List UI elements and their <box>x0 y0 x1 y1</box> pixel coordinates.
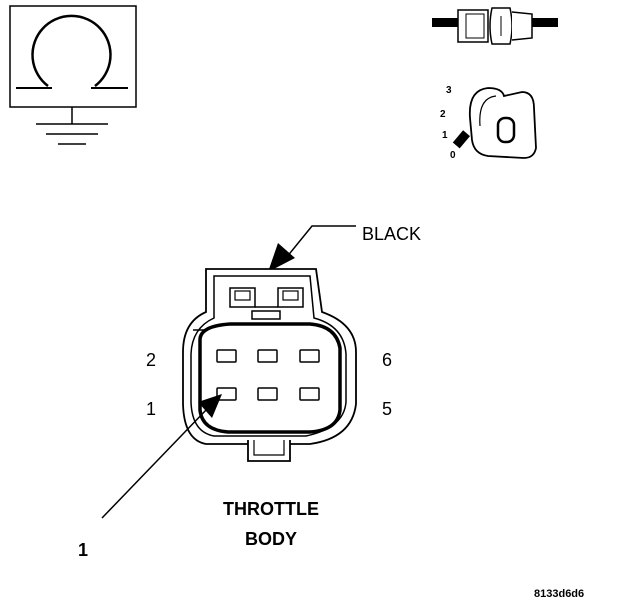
pin-label-5: 5 <box>382 399 392 419</box>
connector-name-line2: BODY <box>245 529 297 549</box>
pin-label-2: 2 <box>146 350 156 370</box>
terminal-1 <box>216 387 237 401</box>
terminal-5 <box>299 387 320 401</box>
pin-label-1: 1 <box>146 399 156 419</box>
figure-code: 8133d6d6 <box>534 588 584 600</box>
pin-label-6: 6 <box>382 350 392 370</box>
callout-number: 1 <box>78 540 88 560</box>
color-callout-leader <box>268 225 356 272</box>
key-position-3: 3 <box>446 85 452 96</box>
connector-disconnect-icon <box>432 7 558 45</box>
connector-housing <box>182 268 357 462</box>
pin-1-callout-leader <box>101 394 222 519</box>
terminal-cavities <box>216 349 320 401</box>
terminal-6 <box>299 349 320 363</box>
connector-name-line1: THROTTLE <box>223 499 319 519</box>
key-position-0: 0 <box>450 150 456 161</box>
key-position-2: 2 <box>440 109 446 120</box>
connector-color-label: BLACK <box>362 224 421 244</box>
terminal-3 <box>257 387 278 401</box>
ignition-key-icon: 3 2 1 0 <box>440 85 537 161</box>
key-position-1: 1 <box>442 130 448 141</box>
terminal-2 <box>216 349 237 363</box>
ground-symbol-icon <box>9 5 137 145</box>
terminal-4 <box>257 349 278 363</box>
